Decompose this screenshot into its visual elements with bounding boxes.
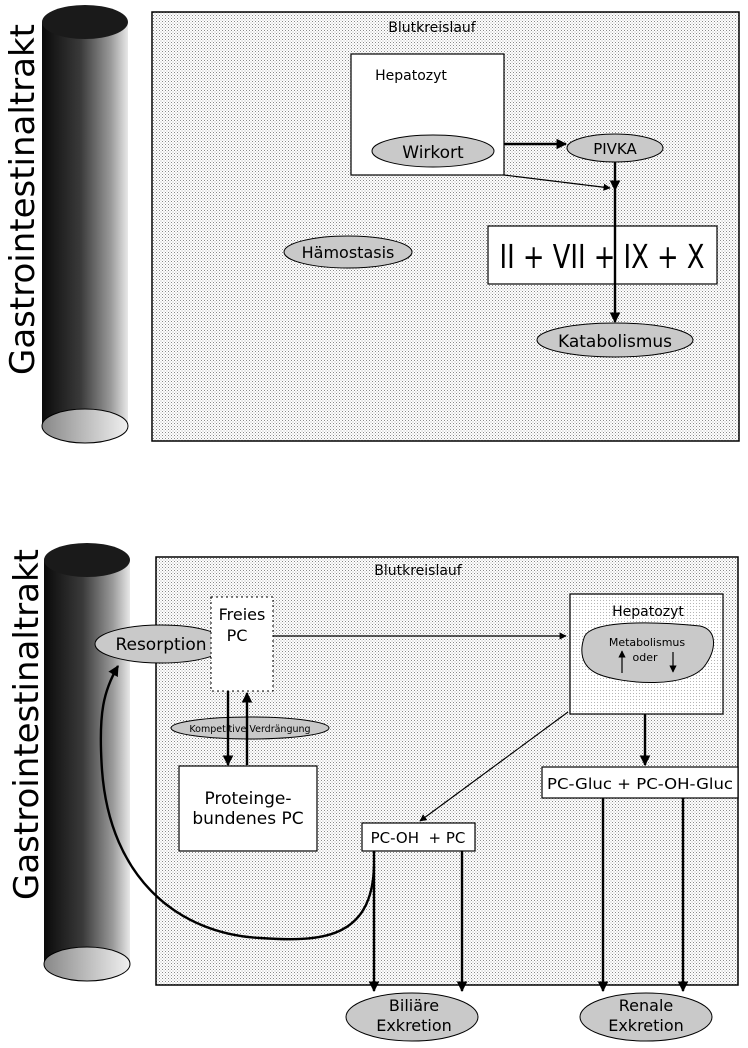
bottom-arrow-hepatocyte-to-pcoh xyxy=(419,711,569,822)
bottom-competitive-label: Kompetitive Verdrängung xyxy=(189,724,310,735)
top-pivka-label: PIVKA xyxy=(593,140,637,158)
bottom-renal-line2: Exkretion xyxy=(608,1016,684,1035)
bottom-gi-label: Gastrointestinaltrakt xyxy=(7,549,47,900)
bottom-renal-ellipse xyxy=(579,992,713,1042)
top-factors-box xyxy=(487,225,718,285)
top-hepatocyte-label: Hepatozyt xyxy=(375,68,447,84)
bottom-biliary-line2: Exkretion xyxy=(376,1016,452,1035)
bottom-metabolism-line2: oder xyxy=(632,651,657,664)
bottom-protein-bound-box xyxy=(178,765,318,852)
top-gi-tube xyxy=(41,5,129,444)
top-haemostasis-ellipse xyxy=(283,235,413,269)
bottom-free-pc-box xyxy=(210,596,274,692)
bottom-competitive-ellipse xyxy=(170,716,330,740)
top-haemostasis-label: Hämostasis xyxy=(302,243,395,262)
bottom-biliary-ellipse xyxy=(345,992,479,1042)
bottom-metabolism-blob xyxy=(581,622,714,683)
bottom-pc-oh-label: PC-OH + PC xyxy=(371,829,466,847)
bottom-hepatocyte-label: Hepatozyt xyxy=(612,604,684,620)
bottom-protein-bound-line2: bundenes PC xyxy=(192,809,303,829)
bottom-free-pc-line1: Freies xyxy=(219,605,266,624)
bottom-glucuronides-box xyxy=(541,766,739,799)
top-gi-label: Gastrointestinaltrakt xyxy=(3,24,43,375)
bottom-glucuronides-label: PC-Gluc + PC-OH-Gluc xyxy=(547,775,733,793)
bottom-gi-tube xyxy=(43,543,131,982)
top-wirkort-label: Wirkort xyxy=(402,143,464,163)
bottom-free-pc-line2: PC xyxy=(227,626,248,645)
bottom-pc-oh-box xyxy=(361,822,476,852)
bottom-metabolism-line1: Metabolismus xyxy=(609,636,686,649)
top-wirkort-ellipse xyxy=(371,134,495,168)
top-catabolism-label: Katabolismus xyxy=(558,332,672,352)
bottom-bloodstream-title: Blutkreislauf xyxy=(374,563,463,579)
bottom-arrow-enterohepatic-loop xyxy=(99,665,376,941)
bottom-resorption-label: Resorption xyxy=(115,635,206,655)
top-diagram: Gastrointestinaltrakt Blutkreislauf Hepa… xyxy=(3,5,740,444)
top-factors-label: II + VII + IX + X xyxy=(500,237,705,276)
bottom-renal-line1: Renale xyxy=(619,996,673,1015)
bottom-biliary-line1: Biliäre xyxy=(389,996,439,1015)
top-arrow-hepatocyte-to-junction xyxy=(503,174,611,191)
top-bloodstream-title: Blutkreislauf xyxy=(388,20,477,36)
bottom-protein-bound-line1: Proteinge- xyxy=(205,789,292,809)
bottom-diagram: Blutkreislauf Gastrointestinaltrakt Reso… xyxy=(7,543,739,1042)
